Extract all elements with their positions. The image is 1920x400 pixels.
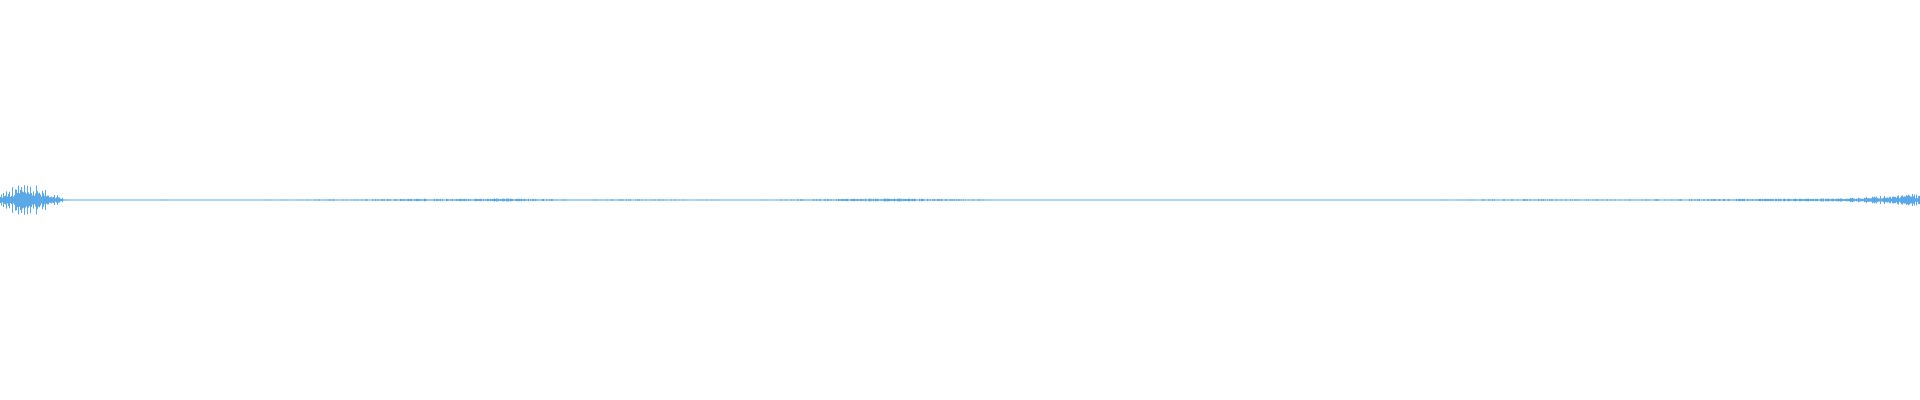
audio-waveform bbox=[0, 185, 1920, 215]
waveform-container bbox=[0, 185, 1920, 215]
